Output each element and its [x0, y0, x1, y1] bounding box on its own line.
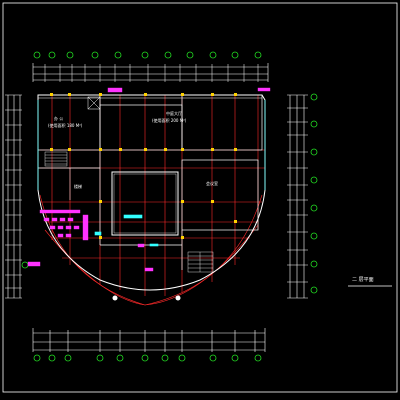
- sheet-frame: [2, 2, 398, 393]
- top-dimension-strip: [32, 63, 269, 82]
- right-axis-bubbles: [310, 93, 318, 294]
- room-label-atrium: 中庭大厅: [166, 110, 182, 116]
- bottom-dimension-strip: [32, 328, 266, 352]
- top-axis-bubbles: [33, 51, 262, 59]
- seating-fixtures: [27, 87, 271, 272]
- drawing-title: 二 层平面: [352, 277, 374, 283]
- room-label-stair: 楼梯: [74, 183, 82, 189]
- top-dimension-ticks: [44, 64, 259, 82]
- columns: [50, 93, 237, 239]
- stair-left: [44, 151, 68, 167]
- left-axis-bubbles: [21, 261, 29, 269]
- room-label-meeting: 会议室: [206, 180, 218, 186]
- stair-right: [187, 251, 214, 273]
- bottom-axis-bubbles: [33, 354, 262, 362]
- room-label-office: 办 公: [54, 115, 63, 121]
- room-area-atrium: (使用面积 200 M²): [152, 117, 187, 123]
- entrance-columns: [112, 295, 181, 301]
- room-area-office: (使用面积 180 M²): [48, 122, 83, 128]
- right-dimension-strip: [287, 94, 308, 299]
- cyan-details: [37, 100, 266, 247]
- left-dimension-strip: [5, 94, 22, 299]
- room-labels: 办 公 (使用面积 180 M²) 中庭大厅 (使用面积 200 M²) 楼梯 …: [48, 110, 218, 189]
- shaft-top: [87, 96, 101, 110]
